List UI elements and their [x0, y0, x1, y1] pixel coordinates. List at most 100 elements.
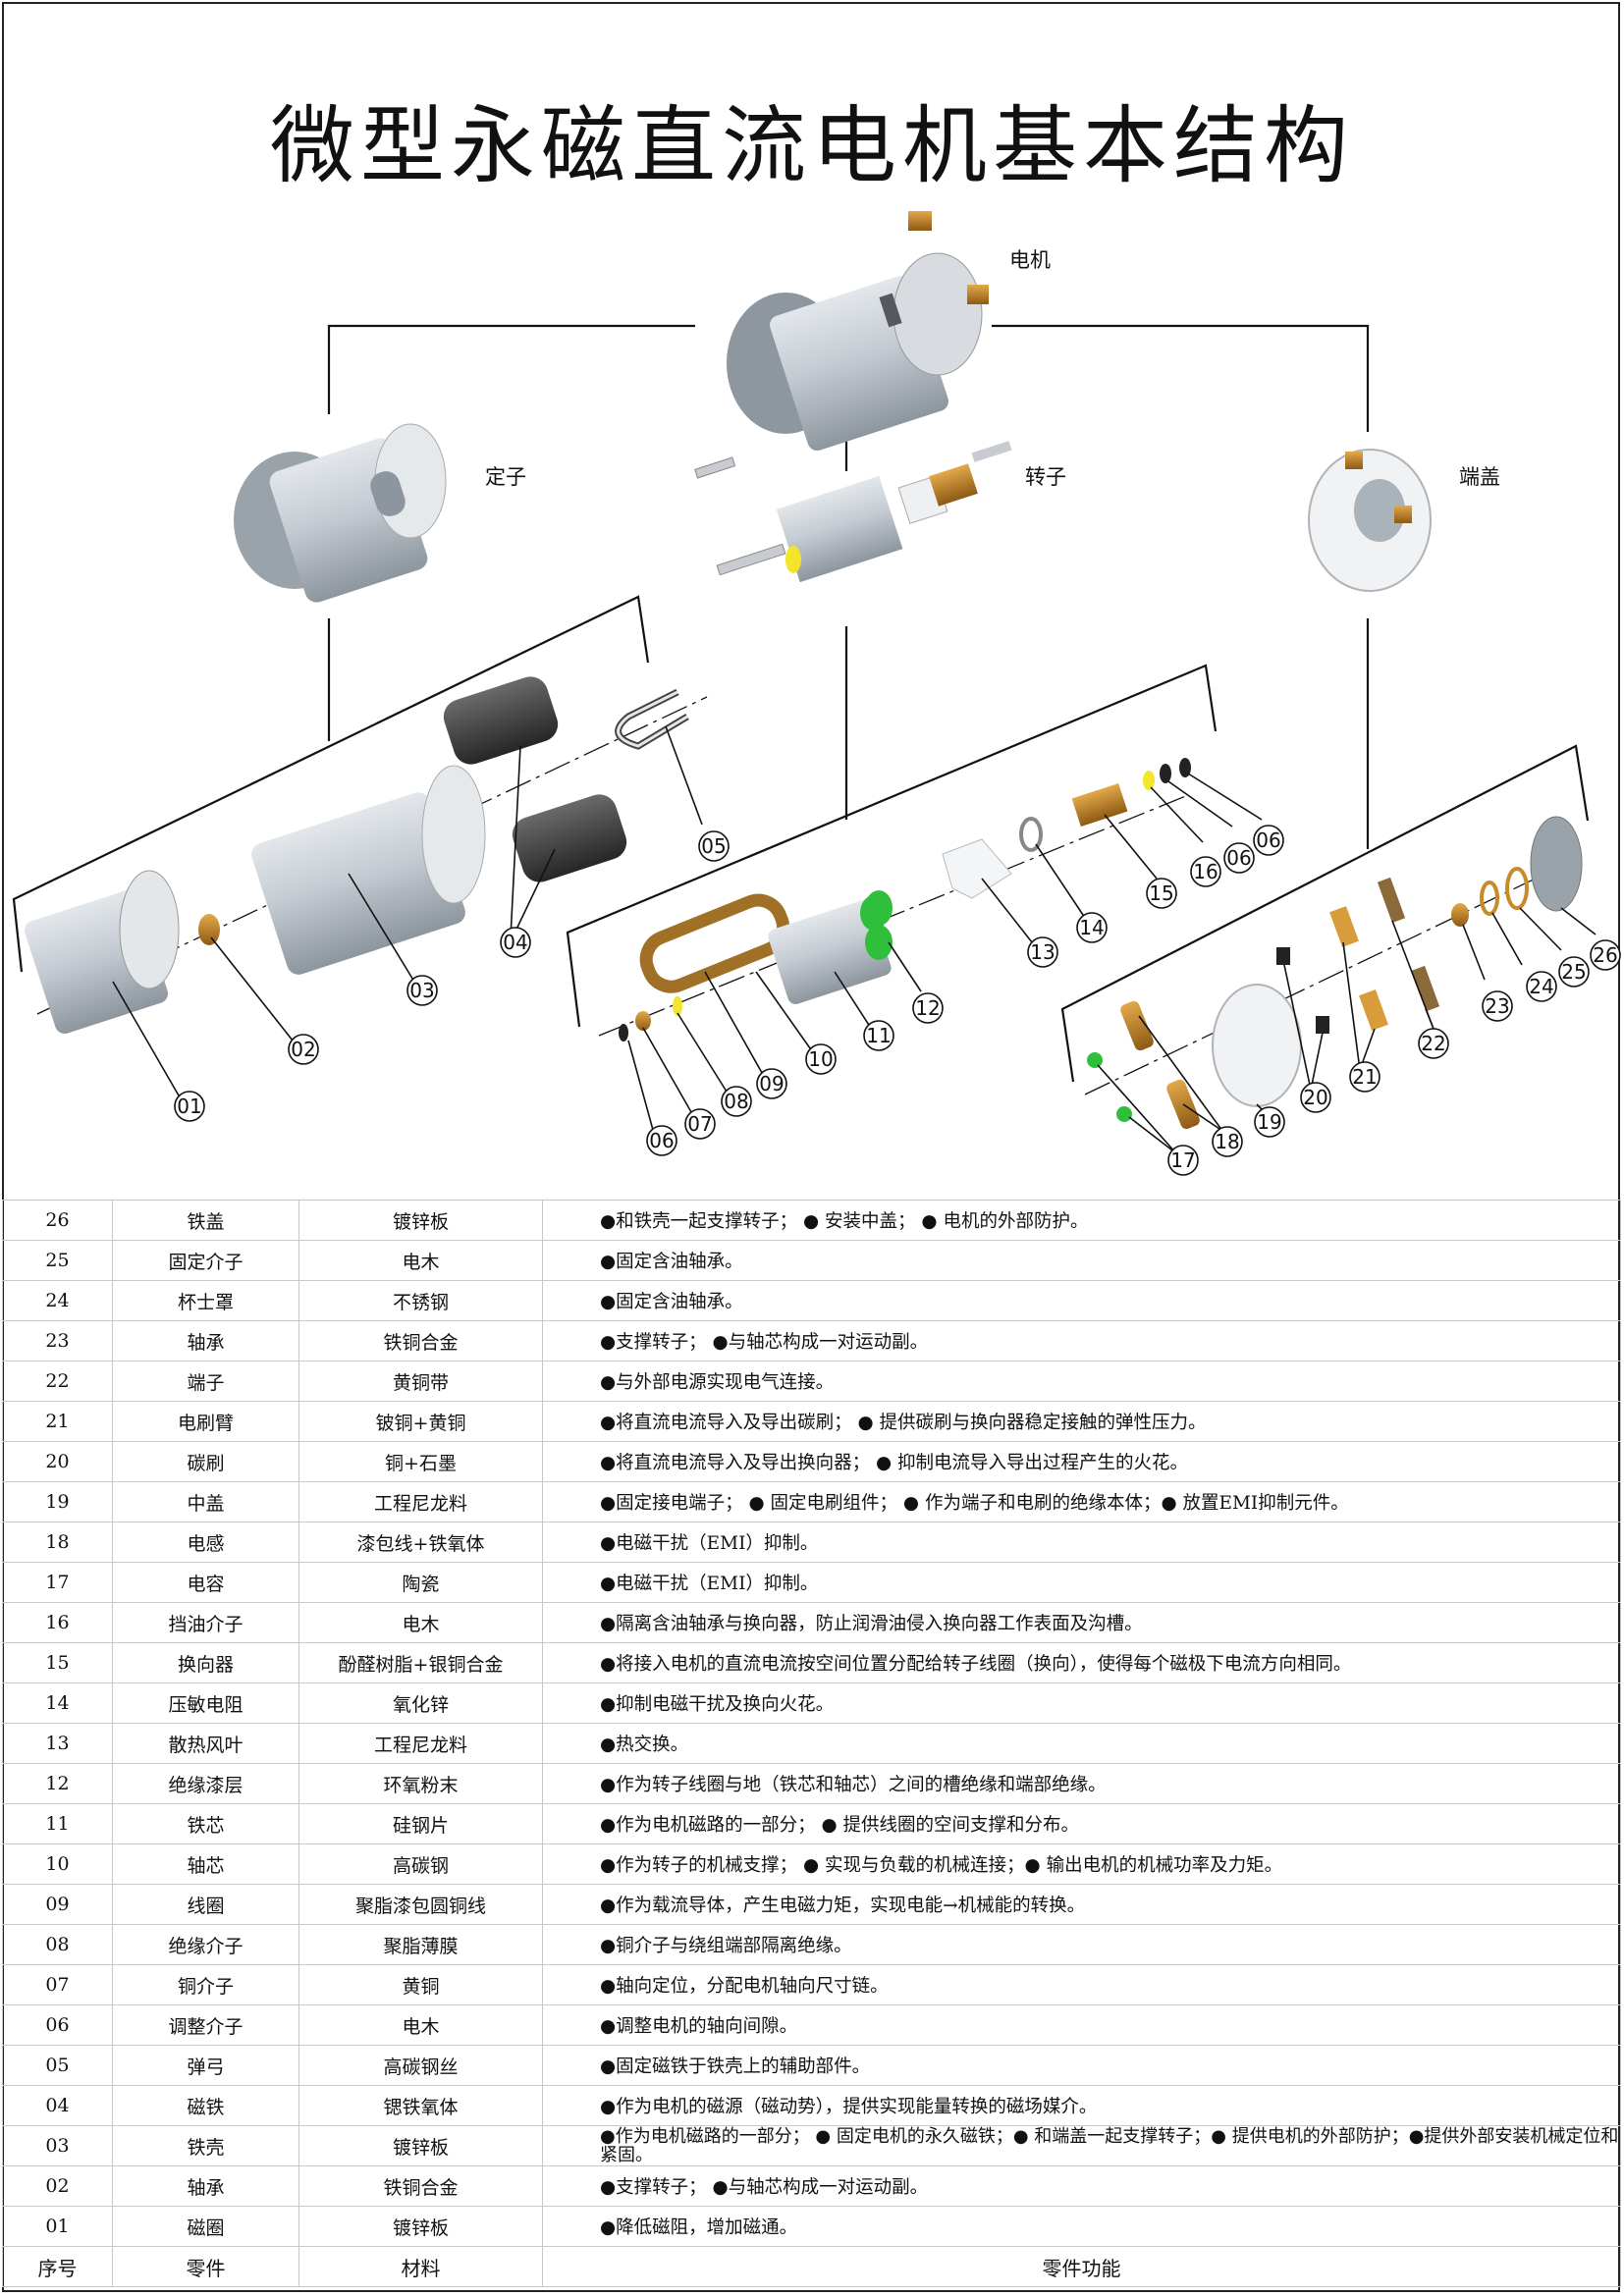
row-part: 端子	[112, 1361, 299, 1402]
row-material: 高碳钢	[298, 1843, 543, 1885]
row-material: 镀锌板	[298, 1200, 543, 1241]
row-part: 绝缘介子	[112, 1924, 299, 1965]
callout-19: 19	[1257, 1110, 1281, 1134]
row-function: ●固定磁铁于铁壳上的辅助部件。	[542, 2045, 1621, 2086]
row-function: ●将接入电机的直流电流按空间位置分配给转子线圈（换向），使得每个磁极下电流方向相…	[542, 1642, 1621, 1683]
row-function: ●固定含油轴承。	[542, 1240, 1621, 1281]
callout-16: 16	[1193, 860, 1218, 883]
callout-13: 13	[1030, 940, 1055, 964]
callout-21: 21	[1352, 1065, 1377, 1089]
row-number: 04	[2, 2085, 113, 2126]
row-material: 工程尼龙料	[298, 1481, 543, 1522]
end-cap-image	[1308, 449, 1432, 592]
callout-17: 17	[1170, 1148, 1195, 1172]
callout-07: 07	[687, 1112, 712, 1136]
callout-20: 20	[1303, 1086, 1327, 1109]
callout-01: 01	[177, 1095, 201, 1118]
row-number: 11	[2, 1803, 113, 1844]
end-cap-label: 端盖	[1459, 465, 1500, 489]
row-material: 锶铁氧体	[298, 2085, 543, 2126]
row-number: 26	[2, 1200, 113, 1241]
row-function: ●支撑转子； ●与轴芯构成一对运动副。	[542, 2165, 1621, 2207]
motor-assembly-image	[694, 211, 989, 479]
row-part: 电感	[112, 1522, 299, 1563]
row-number: 10	[2, 1843, 113, 1885]
row-part: 磁圈	[112, 2206, 299, 2247]
row-part: 弹弓	[112, 2045, 299, 2086]
row-part: 铜介子	[112, 1964, 299, 2005]
rotor-exploded-parts	[619, 758, 1191, 1041]
row-function: ●铜介子与绕组端部隔离绝缘。	[542, 1924, 1621, 1965]
callout-06-a: 06	[649, 1129, 674, 1152]
row-part: 轴承	[112, 2165, 299, 2207]
row-material: 聚脂薄膜	[298, 1924, 543, 1965]
callout-12: 12	[915, 996, 940, 1020]
stator-image	[234, 423, 447, 603]
callout-14: 14	[1079, 916, 1104, 939]
row-part: 铁壳	[112, 2125, 299, 2166]
row-function: ●支撑转子； ●与轴芯构成一对运动副。	[542, 1320, 1621, 1362]
row-function: ●和铁壳一起支撑转子； ● 安装中盖； ● 电机的外部防护。	[542, 1200, 1621, 1241]
row-number: 21	[2, 1401, 113, 1442]
row-function: ●抑制电磁干扰及换向火花。	[542, 1682, 1621, 1724]
row-material: 工程尼龙料	[298, 1723, 543, 1764]
row-number: 23	[2, 1320, 113, 1362]
row-part: 中盖	[112, 1481, 299, 1522]
stator-exploded-parts	[24, 676, 689, 1035]
row-function: ●作为载流导体，产生电磁力矩，实现电能→机械能的转换。	[542, 1884, 1621, 1925]
stator-label: 定子	[485, 465, 526, 489]
row-material: 铍铜+黄铜	[298, 1401, 543, 1442]
row-part: 固定介子	[112, 1240, 299, 1281]
callout-08: 08	[724, 1090, 748, 1113]
row-material: 镀锌板	[298, 2125, 543, 2166]
row-function: ●隔离含油轴承与换向器，防止润滑油侵入换向器工作表面及沟槽。	[542, 1602, 1621, 1643]
row-number: 17	[2, 1562, 113, 1603]
row-material: 电木	[298, 1240, 543, 1281]
row-material: 氧化锌	[298, 1682, 543, 1724]
callout-04: 04	[503, 931, 527, 954]
row-material: 漆包线+铁氧体	[298, 1522, 543, 1563]
row-part: 铁芯	[112, 1803, 299, 1844]
row-material: 高碳钢丝	[298, 2045, 543, 2086]
row-number: 07	[2, 1964, 113, 2005]
callout-06-c: 06	[1256, 828, 1280, 852]
row-part: 调整介子	[112, 2004, 299, 2046]
callout-24: 24	[1529, 975, 1553, 998]
row-function: ●热交换。	[542, 1723, 1621, 1764]
row-number: 13	[2, 1723, 113, 1764]
callout-22: 22	[1421, 1032, 1445, 1055]
row-function: ●电磁干扰（EMI）抑制。	[542, 1562, 1621, 1603]
row-function: ●作为转子线圈与地（铁芯和轴芯）之间的槽绝缘和端部绝缘。	[542, 1763, 1621, 1804]
row-number: 08	[2, 1924, 113, 1965]
row-function: ●轴向定位，分配电机轴向尺寸链。	[542, 1964, 1621, 2005]
row-function: ●作为电机的磁源（磁动势），提供实现能量转换的磁场媒介。	[542, 2085, 1621, 2126]
row-material: 陶瓷	[298, 1562, 543, 1603]
header-function: 零件功能	[542, 2246, 1621, 2287]
row-part: 电容	[112, 1562, 299, 1603]
row-part: 挡油介子	[112, 1602, 299, 1643]
row-number: 19	[2, 1481, 113, 1522]
row-number: 24	[2, 1280, 113, 1321]
row-material: 铁铜合金	[298, 2165, 543, 2207]
row-part: 轴芯	[112, 1843, 299, 1885]
row-number: 05	[2, 2045, 113, 2086]
row-material: 铜+石墨	[298, 1441, 543, 1482]
row-function: ●将直流电流导入及导出换向器； ● 抑制电流导入导出过程产生的火花。	[542, 1441, 1621, 1482]
hierarchy-lines	[12, 324, 1590, 1095]
row-part: 轴承	[112, 1320, 299, 1362]
row-part: 线圈	[112, 1884, 299, 1925]
row-part: 压敏电阻	[112, 1682, 299, 1724]
